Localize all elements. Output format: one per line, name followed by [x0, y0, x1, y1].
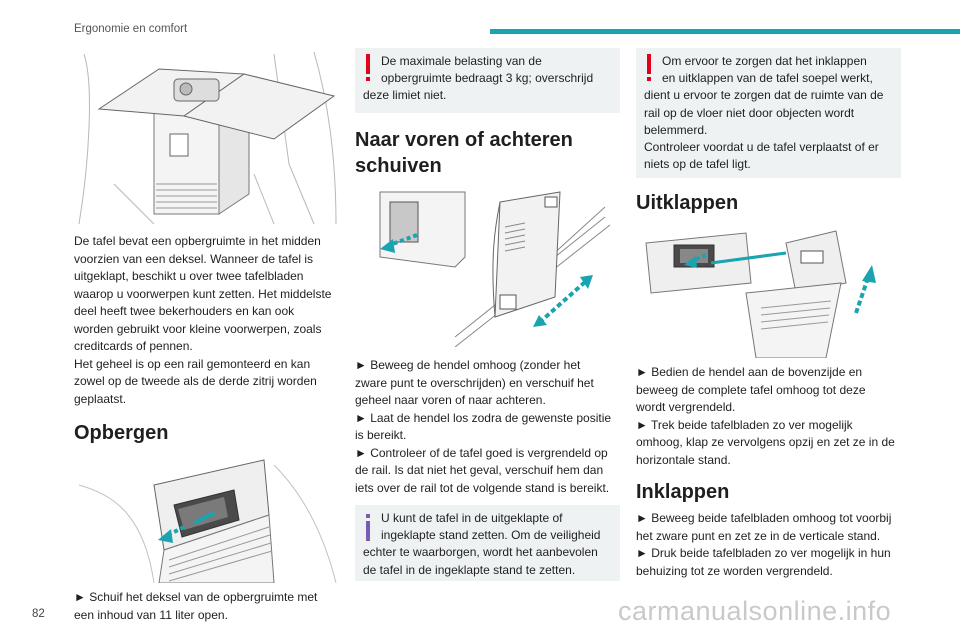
unfold-steps: ► Bedien de hendel aan de bovenzijde en …	[636, 365, 895, 467]
info-box-position: U kunt de tafel in de uitgeklapte of ing…	[355, 505, 620, 581]
column-1: De tafel bevat een opbergruimte in het m…	[74, 44, 339, 624]
slide-steps: ► Beweeg de hendel omhoog (zonder het zw…	[355, 358, 612, 495]
heading-unfold: Uitklappen	[636, 192, 739, 214]
heading-slide: Naar voren of achteren schuiven	[355, 129, 573, 177]
header-accent-bar	[490, 29, 960, 34]
page-number: 82	[32, 608, 45, 620]
warning-box-load: De maximale belasting van de opbergruimt…	[355, 48, 620, 113]
fold-steps: ► Beweeg beide tafelbladen omhoog tot vo…	[636, 511, 892, 578]
watermark-text: carmanualsonline.info	[618, 596, 892, 626]
heading-fold: Inklappen	[636, 481, 730, 503]
intro-text: De tafel bevat een opbergruimte in het m…	[74, 234, 332, 406]
heading-storage: Opbergen	[74, 422, 169, 444]
warning-box-rail: Om ervoor te zorgen dat het inklappen en…	[636, 48, 901, 178]
table-illustration	[74, 44, 339, 227]
column-2: De maximale belasting van de opbergruimt…	[355, 48, 620, 581]
warning-icon	[642, 54, 656, 84]
warning-icon	[361, 54, 375, 84]
column-3: Om ervoor te zorgen dat het inklappen en…	[636, 48, 901, 580]
storage-step: ► Schuif het deksel van de opbergruimte …	[74, 590, 318, 622]
storage-illustration	[74, 455, 339, 583]
slide-illustration	[355, 187, 620, 347]
info-icon	[361, 511, 375, 541]
section-title: Ergonomie en comfort	[74, 23, 188, 35]
unfold-illustration	[636, 223, 901, 358]
